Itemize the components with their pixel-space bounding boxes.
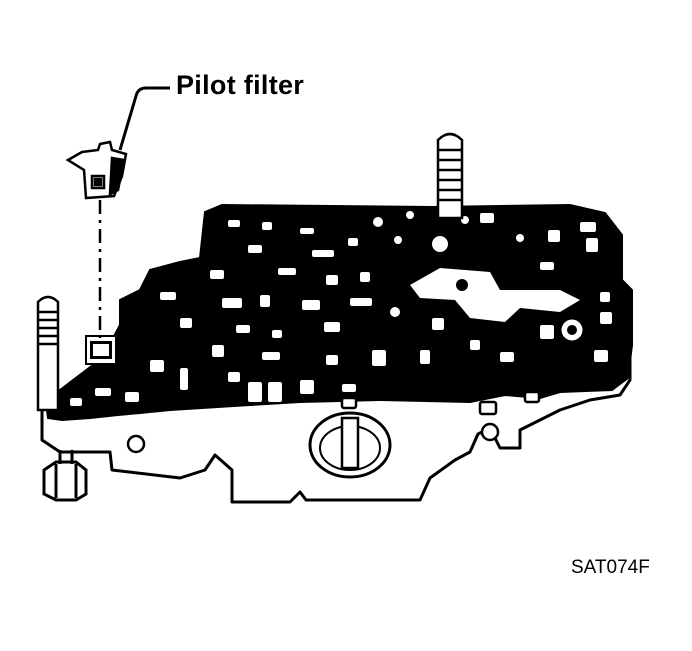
center-plug	[308, 411, 392, 479]
housing-bosses	[126, 390, 541, 454]
plate-openings	[70, 211, 612, 406]
bolt-head	[42, 450, 88, 502]
callout-leader-line	[118, 86, 170, 151]
pilot-filter-label: Pilot filter	[176, 70, 305, 100]
right-stud	[436, 132, 464, 220]
separator-plate	[44, 203, 633, 422]
left-stud	[36, 295, 60, 412]
figure-code: SAT074F	[571, 557, 650, 578]
pilot-filter	[65, 140, 128, 200]
